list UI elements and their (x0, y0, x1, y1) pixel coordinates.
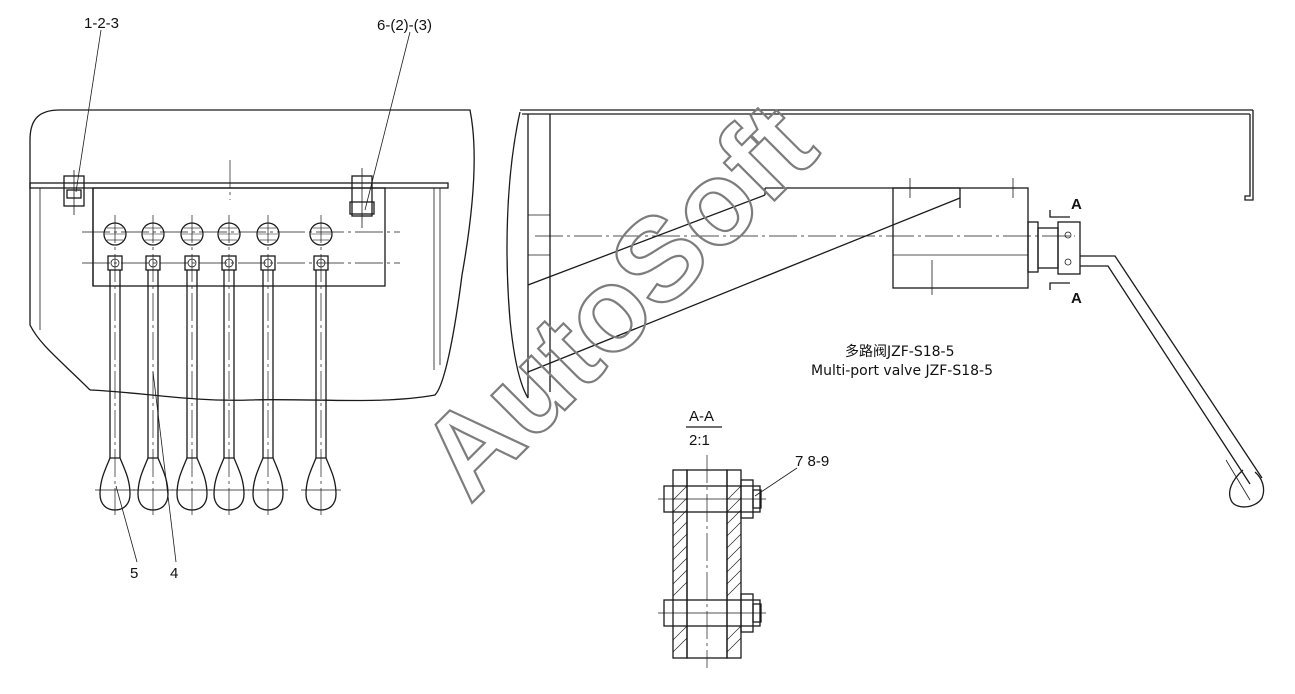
bolt-right (349, 168, 375, 228)
section-marker-a-bottom: A (1071, 290, 1082, 307)
side-view-valve: A A (506, 109, 1265, 508)
section-scale: 2:1 (689, 432, 710, 449)
section-view-a-a: A-A 2:1 (658, 408, 798, 668)
valve-label-chinese: 多路阀JZF-S18-5 (845, 343, 954, 360)
watermark: AutoSoft (395, 78, 841, 524)
lever-6 (301, 215, 341, 515)
section-title: A-A (689, 408, 714, 425)
lever-2 (133, 215, 173, 515)
callout-5: 5 (130, 565, 138, 582)
lever-3 (172, 215, 212, 515)
control-levers (95, 215, 341, 515)
lever-1 (95, 215, 135, 515)
valve-label-english: Multi-port valve JZF-S18-5 (811, 363, 993, 379)
lever-4 (209, 215, 249, 515)
callout-1-2-3: 1-2-3 (84, 15, 119, 32)
bolt-left (63, 170, 85, 215)
lever-5 (248, 215, 288, 515)
callout-4: 4 (170, 565, 178, 582)
callout-6-2-3: 6-(2)-(3) (377, 17, 432, 34)
hatching (672, 485, 742, 653)
callout-7-8-9: 7 8-9 (795, 453, 829, 470)
section-marker-a-top: A (1071, 196, 1082, 213)
front-view-valve-bank (29, 29, 475, 563)
